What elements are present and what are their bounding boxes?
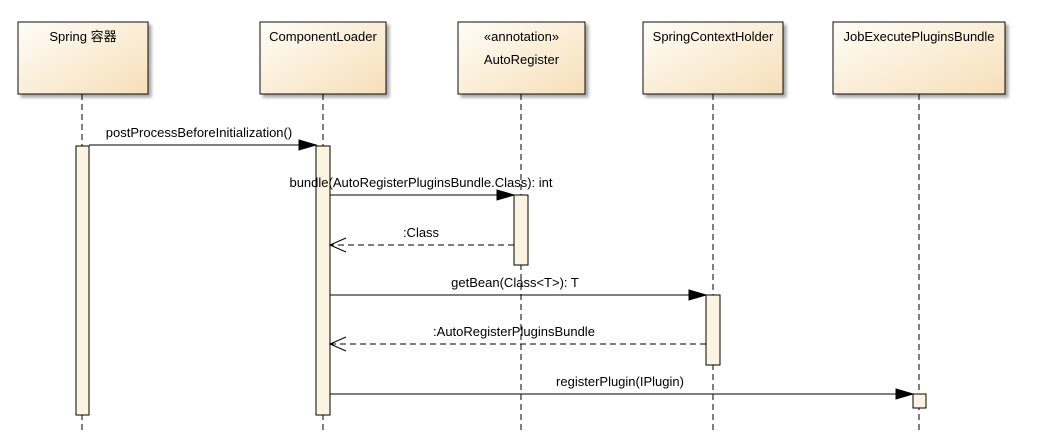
- participant-autoreg[interactable]: «annotation» AutoRegister: [457, 21, 586, 95]
- participant-spring[interactable]: Spring 容器: [17, 21, 149, 95]
- participant-bundle[interactable]: JobExecutePluginsBundle: [832, 21, 1006, 95]
- message-4[interactable]: getBean(Class<T>): T: [330, 275, 708, 301]
- participant-box-spring: [17, 21, 149, 95]
- participant-ctxholder[interactable]: SpringContextHolder: [642, 21, 784, 95]
- participant-box-ctxholder: [642, 21, 784, 95]
- participant-name-loader: ComponentLoader: [269, 29, 377, 44]
- message-label: registerPlugin(IPlugin): [556, 374, 684, 389]
- participant-box-bundle: [832, 21, 1006, 95]
- message-label: :AutoRegisterPluginsBundle: [433, 324, 595, 339]
- messages-layer: postProcessBeforeInitialization() bundle(…: [89, 125, 915, 400]
- message-6[interactable]: registerPlugin(IPlugin): [330, 374, 915, 400]
- participant-stereotype-autoreg: «annotation»: [484, 29, 559, 44]
- open-arrowhead-icon: [328, 336, 347, 352]
- activation-bar-bundle: [912, 393, 927, 409]
- activation-bar-loader: [315, 145, 331, 416]
- participant-name-autoreg: AutoRegister: [484, 52, 560, 67]
- open-arrowhead-icon: [328, 237, 347, 253]
- participant-name-bundle: JobExecutePluginsBundle: [843, 29, 994, 44]
- filled-arrowhead-icon: [496, 189, 516, 201]
- message-label: :Class: [403, 225, 440, 240]
- message-5[interactable]: :AutoRegisterPluginsBundle: [328, 324, 706, 352]
- activation-bar-ctxholder: [705, 294, 721, 366]
- message-3[interactable]: :Class: [328, 225, 514, 253]
- filled-arrowhead-icon: [298, 139, 318, 151]
- filled-arrowhead-icon: [688, 289, 708, 301]
- activation-bar-autoreg: [513, 194, 529, 266]
- message-1[interactable]: postProcessBeforeInitialization(): [89, 125, 318, 151]
- filled-arrowhead-icon: [895, 388, 915, 400]
- participant-loader[interactable]: ComponentLoader: [259, 21, 387, 95]
- message-label: bundle(AutoRegisterPluginsBundle.Class):…: [289, 175, 552, 190]
- participants-layer: Spring 容器 ComponentLoader «annotation» Auto…: [17, 21, 1006, 95]
- message-label: getBean(Class<T>): T: [451, 275, 579, 290]
- participant-box-loader: [259, 21, 387, 95]
- participant-name-spring: Spring 容器: [49, 29, 116, 44]
- activations-layer: [75, 145, 927, 416]
- participant-box-autoreg: [457, 21, 586, 95]
- activation-bar-spring: [75, 145, 90, 416]
- message-label: postProcessBeforeInitialization(): [106, 125, 292, 140]
- message-2[interactable]: bundle(AutoRegisterPluginsBundle.Class):…: [289, 175, 553, 201]
- participant-name-ctxholder: SpringContextHolder: [653, 29, 774, 44]
